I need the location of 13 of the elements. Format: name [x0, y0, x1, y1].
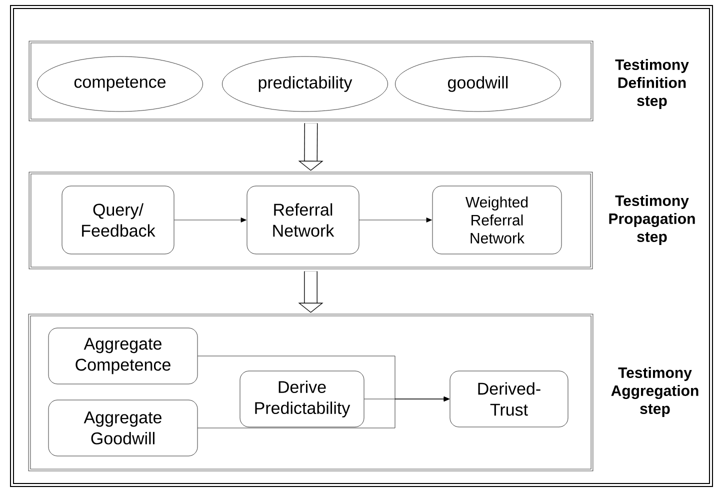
- process-box: Derived- Trust: [450, 370, 568, 428]
- process-box: Referral Network: [246, 186, 360, 254]
- step-label: Testimony Aggregation step: [611, 367, 698, 417]
- step-label: Testimony Definition step: [615, 59, 689, 109]
- process-box: Query/ Feedback: [62, 186, 174, 254]
- arrow: [359, 218, 432, 222]
- process-box: Derive Predictability: [240, 370, 364, 428]
- process-box: Weighted Referral Network: [432, 186, 562, 254]
- step-label: Testimony Propagation step: [609, 195, 695, 245]
- arrow: [174, 218, 246, 222]
- arrow: [364, 396, 450, 402]
- process-box: Aggregate Goodwill: [48, 400, 198, 456]
- process-box: Aggregate Competence: [48, 328, 198, 384]
